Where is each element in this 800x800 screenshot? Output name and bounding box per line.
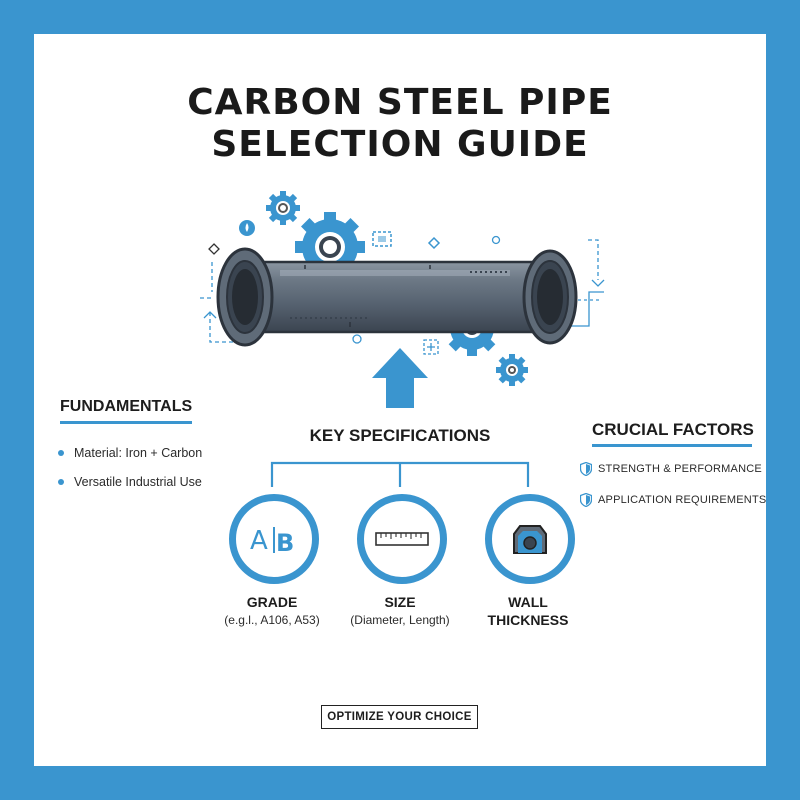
- grade-ab-icon: A B: [250, 526, 294, 557]
- optimize-choice-button[interactable]: OPTIMIZE YOUR CHOICE: [321, 705, 478, 729]
- bullet-icon: [58, 479, 64, 485]
- fundamentals-underline: [60, 421, 192, 424]
- fundamentals-item-label: Versatile Industrial Use: [74, 475, 202, 489]
- grade-label: GRADE: [246, 594, 298, 610]
- flame-circle-icon: [239, 220, 255, 236]
- crucial-factors-title: CRUCIAL FACTORS: [592, 420, 754, 439]
- grade-sub: (e.g.l., A106, A53): [224, 613, 320, 627]
- crucial-factors-item: STRENGTH & PERFORMANCE: [580, 462, 762, 476]
- wall-thickness-spec-circle: [485, 494, 575, 584]
- diamond-icon: [427, 236, 441, 250]
- key-specifications-title: KEY SPECIFICATIONS: [309, 426, 491, 445]
- fundamentals-title: FUNDAMENTALS: [60, 398, 193, 415]
- dashed-frame-icon: [372, 231, 392, 247]
- pipe-illustration: [200, 191, 605, 408]
- plus-frame-icon: [423, 339, 439, 355]
- size-label: SIZE: [384, 594, 416, 610]
- size-sub: (Diameter, Length): [350, 613, 450, 627]
- crucial-factors-item-label: STRENGTH & PERFORMANCE: [598, 463, 762, 475]
- gear-icon: [496, 354, 528, 386]
- page-title-line-1: CARBON STEEL PIPE: [187, 82, 613, 123]
- diamond-icon: [208, 243, 220, 255]
- fundamentals-item: Versatile Industrial Use: [58, 475, 202, 489]
- crucial-factors-underline: [592, 444, 752, 447]
- wall-sub: THICKNESS: [487, 612, 569, 628]
- page-title-line-2: SELECTION GUIDE: [211, 124, 589, 165]
- fundamentals-item-label: Material: Iron + Carbon: [74, 446, 203, 460]
- ruler-icon: [375, 532, 429, 546]
- grade-icon-letter-b: B: [276, 529, 294, 557]
- shield-icon: [580, 493, 592, 507]
- wall-label: WALL: [508, 594, 548, 610]
- crucial-factors-item: APPLICATION REQUIREMENTS: [580, 493, 766, 507]
- steel-pipe: [216, 247, 578, 347]
- shield-icon: [580, 462, 592, 476]
- page-title: CARBON STEEL PIPE SELECTION GUIDE: [0, 82, 800, 166]
- bullet-icon: [58, 450, 64, 456]
- size-spec-circle: [357, 494, 447, 584]
- grade-spec-circle: A B: [229, 494, 319, 584]
- crucial-factors-item-label: APPLICATION REQUIREMENTS: [598, 494, 767, 506]
- grade-icon-letter-a: A: [250, 526, 268, 556]
- arrow-up-icon: [372, 348, 428, 408]
- fundamentals-item: Material: Iron + Carbon: [58, 446, 202, 460]
- wall-thickness-icon: [513, 525, 547, 554]
- gear-icon: [266, 191, 300, 225]
